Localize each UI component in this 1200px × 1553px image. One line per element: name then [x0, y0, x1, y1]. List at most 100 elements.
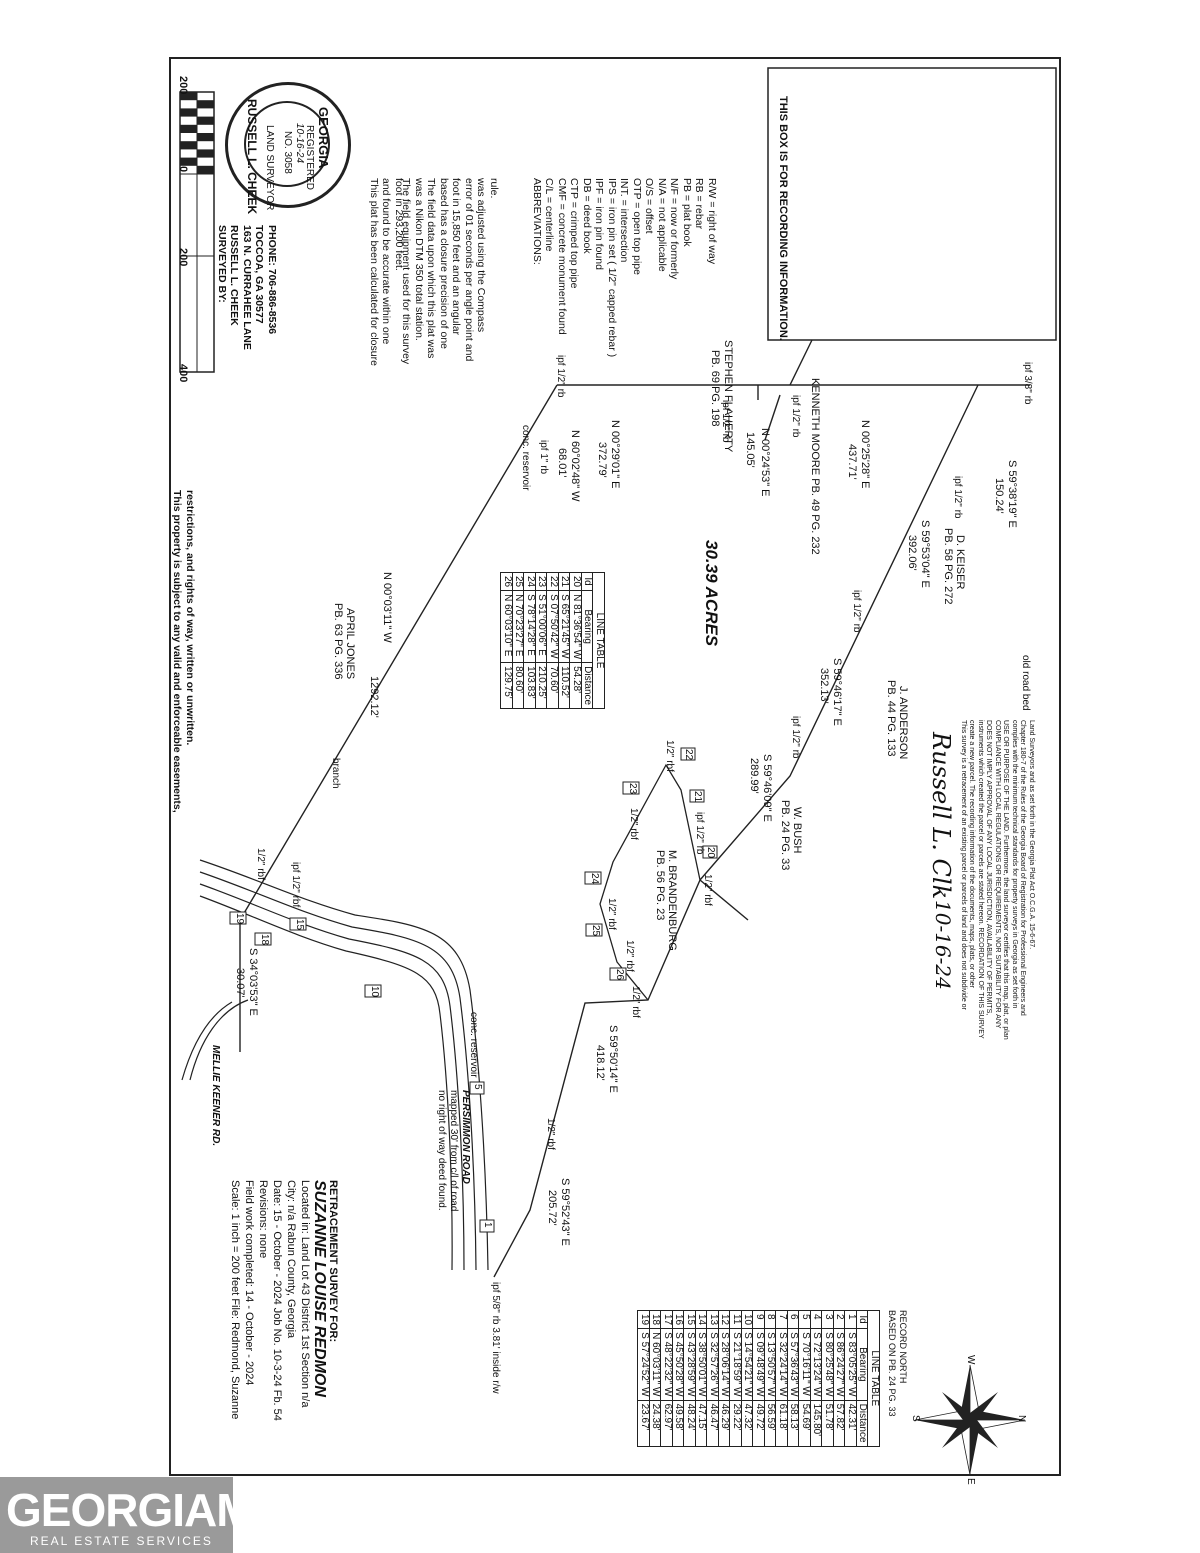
seal-name: RUSSELL L. CHEEK	[245, 99, 259, 215]
pin-label-8: ipf 1/2" rb	[694, 812, 705, 855]
surveyor-signature: Russell L. Clk	[927, 732, 955, 900]
boundary	[239, 339, 1030, 1278]
table-cell: S 57°24'52" W	[638, 1328, 650, 1401]
table-cell: N 60°03'11" W	[649, 1328, 662, 1401]
certification-line: Land Surveyors and as set forth in the G…	[1028, 720, 1035, 950]
line-table-header: Bearing	[581, 590, 594, 663]
table-cell: 2	[833, 1310, 846, 1329]
seg-id-24: 24	[589, 873, 600, 885]
adjoiner-anderson-pb: PB. 44 PG. 133	[885, 680, 897, 757]
table-cell: 11	[730, 1310, 742, 1329]
title-heading: RETRACEMENT SURVEY FOR:	[327, 1180, 339, 1343]
certification-line: USE OR PURPOSE OF THE LAND. Furthermore,…	[1002, 720, 1010, 1040]
table-cell: 57.82'	[833, 1400, 846, 1447]
adjoiner-flaherty-pb: PB. 69 PG. 198	[709, 350, 721, 427]
table-cell: 23.67'	[638, 1400, 650, 1447]
scale-check	[180, 108, 197, 117]
table-cell: 6	[787, 1310, 800, 1329]
scale-check	[180, 157, 197, 166]
table-cell: S 09°48'49" W	[753, 1328, 765, 1401]
mellie-keener-road	[181, 999, 249, 1081]
table-cell: 18	[649, 1310, 662, 1329]
scale-check	[197, 100, 214, 109]
recording-box-label: THIS BOX IS FOR RECORDING INFORMATION.	[777, 96, 789, 341]
title-date: Date: 15 - October - 2024 Job No. 10-3-2…	[271, 1180, 283, 1421]
table-cell: 47.15'	[695, 1400, 708, 1447]
line-table-header: Distance	[581, 662, 594, 709]
abbreviation-line: N/A = not applicable	[656, 178, 668, 272]
table-cell: S 70°16'11" W	[799, 1328, 811, 1401]
compass-e: E	[965, 1478, 976, 1485]
table-cell: 62.97'	[661, 1400, 673, 1447]
table-cell: 1	[845, 1310, 857, 1329]
pin-label-2: ipf 1/2" rb	[790, 395, 801, 438]
scale-check	[197, 149, 214, 158]
scale-check	[197, 133, 214, 142]
pin-label-4: ipf 1/2" rb	[555, 355, 566, 398]
seal-registered: REGISTERED	[304, 125, 315, 191]
scale-check	[180, 141, 197, 150]
seg-id-10: 10	[369, 986, 380, 998]
compass-w: W	[965, 1355, 976, 1365]
seg-id-1: 1	[482, 1222, 493, 1228]
seg-id-22: 22	[683, 749, 694, 761]
course-s59-46-09-bearing: S 59°46'09" E	[761, 754, 773, 822]
table-cell: 46.29'	[718, 1400, 731, 1447]
table-cell: 210.25'	[535, 662, 548, 709]
table-cell: 54.69'	[799, 1400, 811, 1447]
certification-line: COMPLIANCE WITH LOCAL REGULATIONS OR REQ…	[994, 720, 1001, 1029]
pin-label-15: 1/2" rbf	[545, 1118, 556, 1150]
field-equipment-note: rule. was adjusted using the Compass err…	[400, 178, 501, 365]
line-table-header: Id	[581, 572, 594, 591]
feature-reservoir-north: conc. reservoir	[520, 425, 531, 491]
course-n60-02-dist: 68.01'	[556, 448, 568, 478]
table-cell: 25	[512, 572, 525, 591]
feature-reservoir-south: conc. reservoir	[468, 1012, 479, 1078]
seg-id-5: 5	[472, 1084, 483, 1090]
sheet-border	[169, 57, 1061, 1476]
table-cell: 48.24'	[684, 1400, 696, 1447]
title-revisions: Revisions: none	[257, 1180, 269, 1259]
table-cell: S 13°50'57" W	[764, 1328, 777, 1401]
pin-label-16: 1/2" rbf	[255, 848, 266, 880]
table-cell: 21	[558, 572, 571, 591]
surveyor-seal: GEORGIA RUSSELL L. CHEEK REGISTERED NO. …	[225, 82, 351, 214]
table-cell: 13	[707, 1310, 719, 1329]
table-cell: 70.60'	[547, 662, 559, 709]
adjoiner-brandenburg-pb: PB. 56 PG. 23	[654, 850, 666, 921]
table-cell: S 48°22'32" W	[661, 1328, 673, 1401]
table-cell: 58.13'	[787, 1400, 800, 1447]
line-table-header: Bearing	[856, 1328, 869, 1401]
line-table-header: Id	[856, 1310, 869, 1329]
table-cell: 61.18'	[776, 1400, 788, 1447]
pin-label-3: ipf 1/2" rb	[720, 400, 731, 443]
table-cell: S 38°50'01" W	[695, 1328, 708, 1401]
adjoiner-brandenburg-name: M. BRANDENBURG	[666, 850, 678, 951]
acreage: 30.39 ACRES	[702, 540, 721, 647]
table-cell: N 81°36'54" W	[570, 590, 582, 663]
table-cell: 9	[753, 1310, 765, 1329]
table-cell: 17	[661, 1310, 673, 1329]
table-cell: S 80°25'48" W	[822, 1328, 834, 1401]
pin-label-9: ipf 1" rb	[538, 440, 549, 475]
table-cell: 12	[718, 1310, 731, 1329]
seg-id-26: 26	[614, 969, 625, 981]
course-s59-53-bearing: S 59°53'04" E	[919, 520, 931, 588]
course-s59-52-dist: 205.72'	[546, 1190, 558, 1226]
abbreviation-line: IPS = iron pin set ( 1/2" capped rebar )	[606, 178, 618, 358]
seal-date: 10-16-24	[294, 123, 305, 164]
